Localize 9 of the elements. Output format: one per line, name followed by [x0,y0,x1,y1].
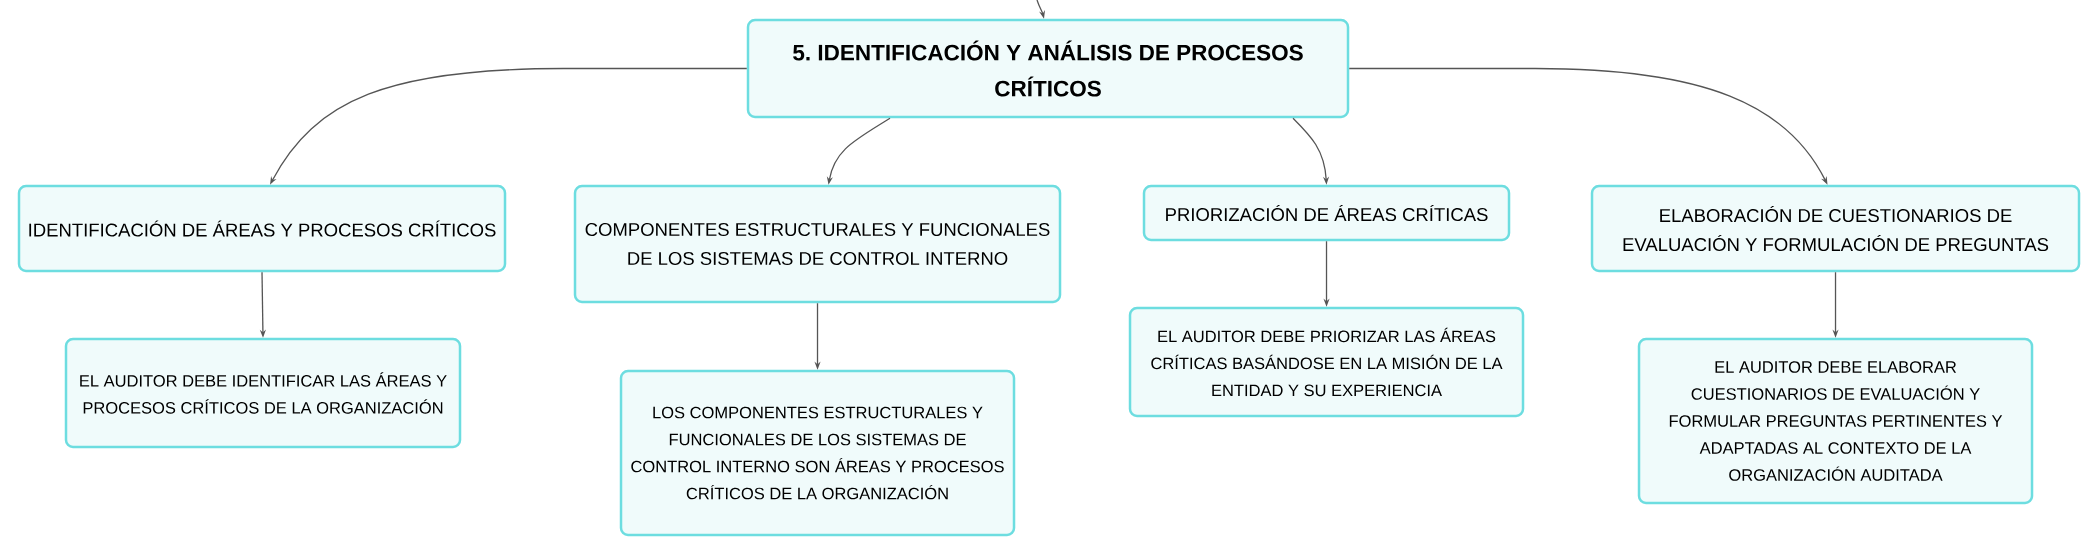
topic-box: IDENTIFICACIÓN DE ÁREAS Y PROCESOS CRÍTICOS [17,184,507,273]
detail-box: EL AUDITOR DEBE IDENTIFICAR LAS ÁREAS Y PROCESOS CRÍTICOS DE LA ORGANIZACIÓN [64,337,462,449]
topic-box: ELABORACIÓN DE CUESTIONARIOS DE EVALUACIÓN Y FORMULACIÓN DE PREGUNTAS [1590,184,2081,273]
detail-box: EL AUDITOR DEBE ELABORAR CUESTIONARIOS DE EVALUACIÓN Y FORMULAR PREGUNTAS PERTINENTES Y ADAPTADAS AL CONTEXTO DE LA ORGANIZACIÓN AUDITADA [1637,337,2034,505]
topic-box: COMPONENTES ESTRUCTURALES Y FUNCIONALES DE LOS SISTEMAS DE CONTROL INTERNO [573,184,1062,304]
detail-box: LOS COMPONENTES ESTRUCTURALES Y FUNCIONALES DE LOS SISTEMAS DE CONTROL INTERNO SON ÁREAS Y PROCESOS CRÍTICOS DE LA ORGANIZACIÓN [619,369,1016,537]
detail-box: EL AUDITOR DEBE PRIORIZAR LAS ÁREAS CRÍTICAS BASÁNDOSE EN LA MISIÓN DE LA ENTIDAD Y SU EXPERIENCIA [1128,306,1525,418]
topic-box: PRIORIZACIÓN DE ÁREAS CRÍTICAS [1142,184,1511,242]
main-topic-box: 5. IDENTIFICACIÓN Y ANÁLISIS DE PROCESOS CRÍTICOS [746,18,1350,119]
